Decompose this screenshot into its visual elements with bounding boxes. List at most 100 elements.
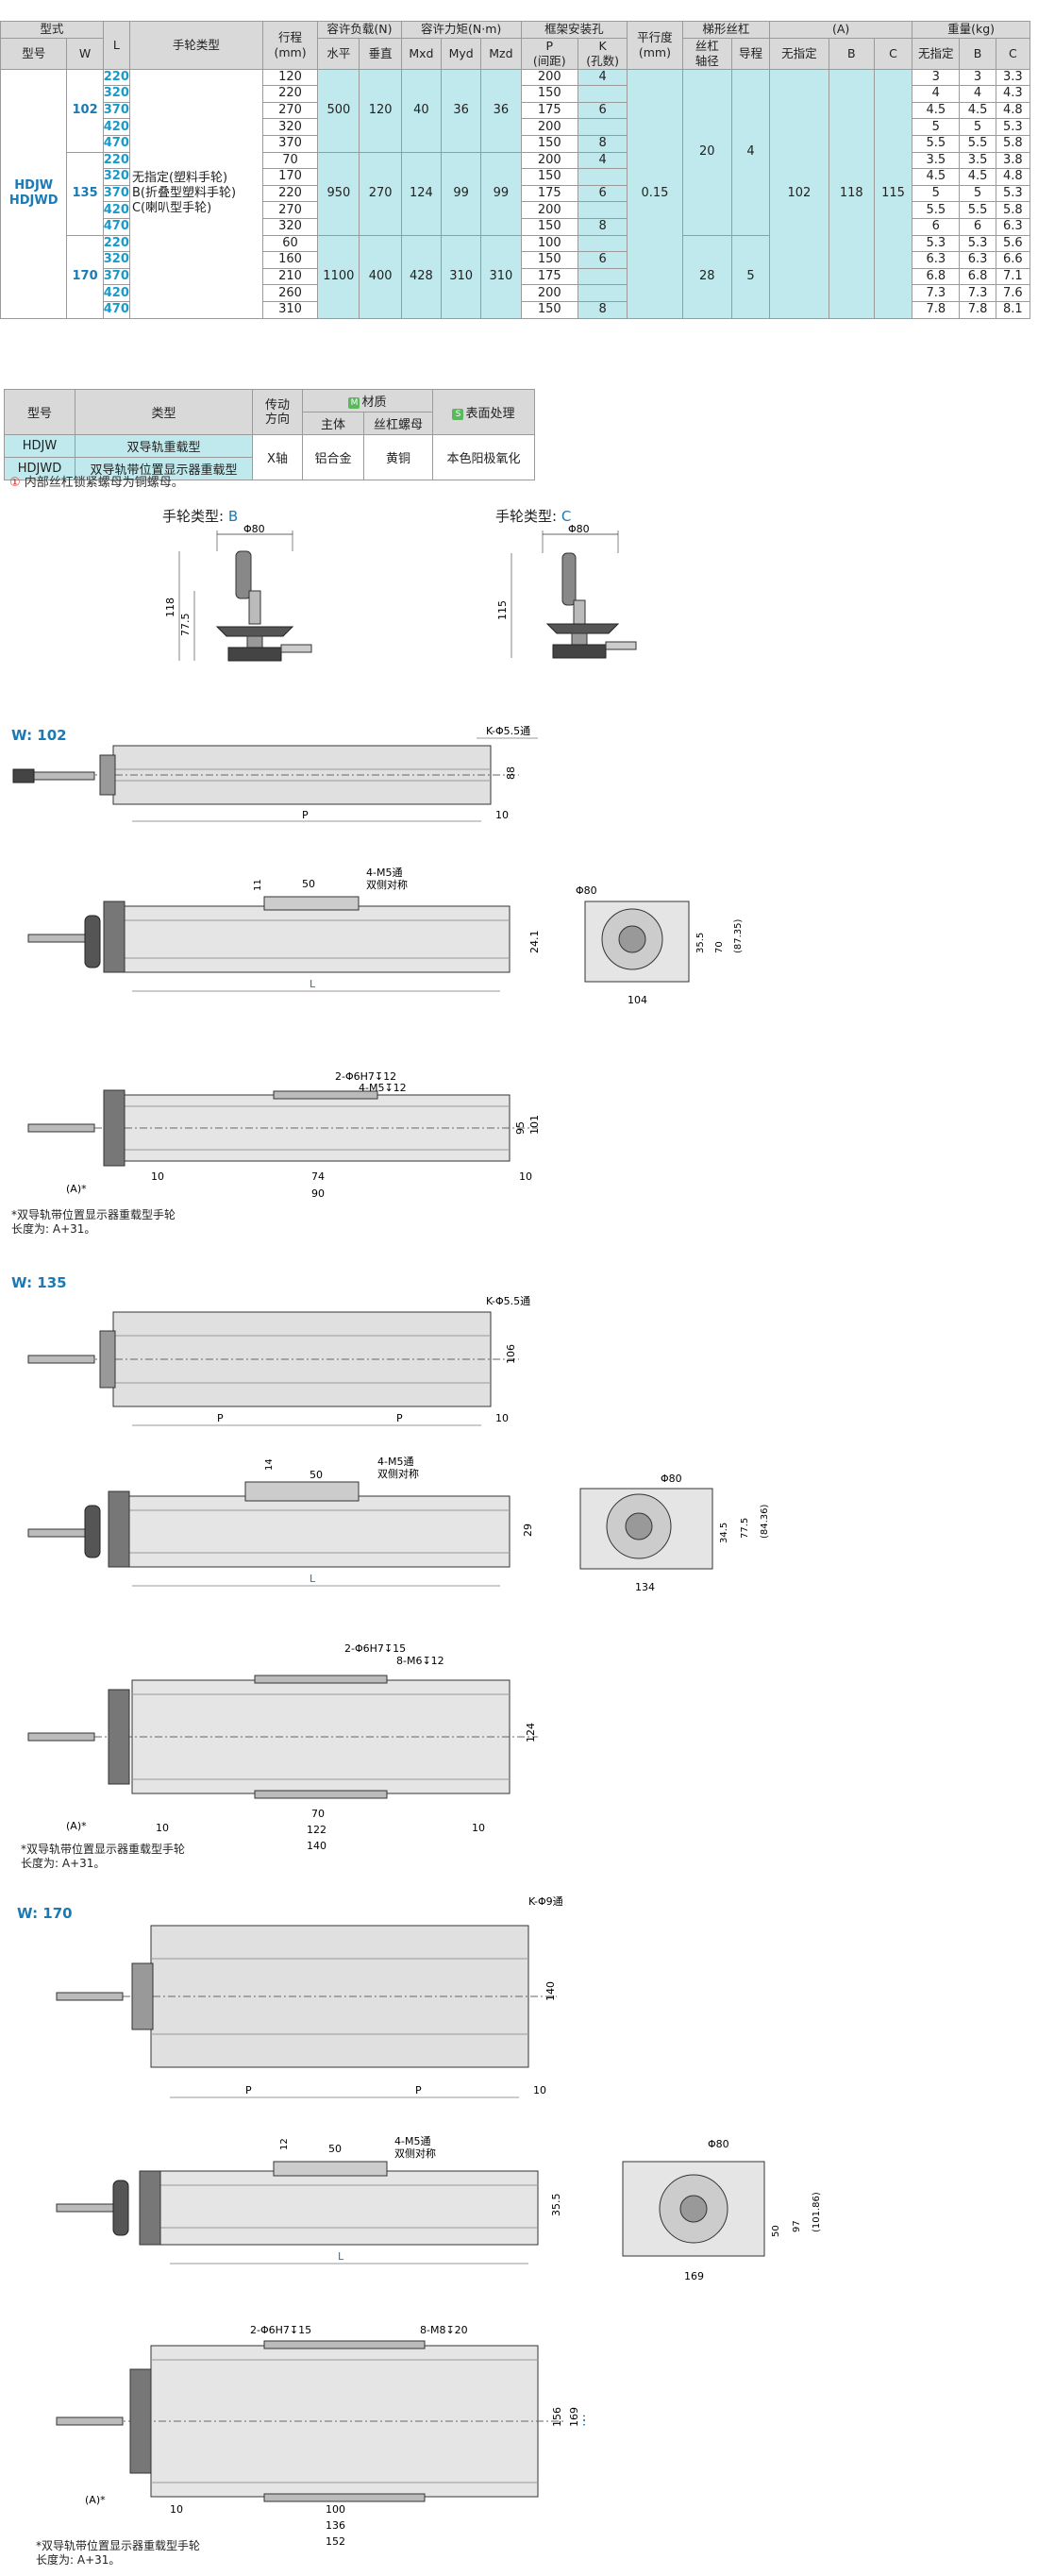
spec-weight-b: 5.5 <box>959 201 996 219</box>
section-w170-drawing: K-Φ9通 140 P P 10 50 12 4-M5通 双侧对称 35.5 L… <box>56 1895 585 2548</box>
spec-weight-none: 5.5 <box>912 134 961 153</box>
spec-weight-c: 5.6 <box>995 234 1031 253</box>
spec-stroke: 70 <box>261 151 319 170</box>
mat-th-model: 型号 <box>4 389 75 435</box>
th-stroke: 行程 (mm) <box>261 21 319 70</box>
spec-stroke: 120 <box>261 68 319 87</box>
spec-weight-none: 6.8 <box>912 267 961 286</box>
th-w-none: 无指定 <box>912 37 961 70</box>
section-w170-footnote: *双导轨带位置显示器重载型手轮 长度为: A+31。 <box>36 2539 201 2567</box>
top-view: K-Φ5.5通 88 P 10 <box>12 725 538 822</box>
spec-myd: 310 <box>441 234 482 319</box>
handwheel-c-title-text: 手轮类型: <box>495 508 561 525</box>
spec-stroke: 370 <box>261 134 319 153</box>
ten-label: 10 <box>495 1412 509 1424</box>
spec-a-b: 118 <box>828 68 875 319</box>
carriage-h: 12 <box>279 2138 290 2150</box>
b122: 122 <box>307 1824 326 1836</box>
end-d2: 97 <box>792 2220 802 2232</box>
th-w-c: C <box>995 37 1031 70</box>
b74: 74 <box>311 1170 325 1183</box>
handwheel-c-title: 手轮类型: C <box>495 506 571 526</box>
spec-weight-none: 5.5 <box>912 201 961 219</box>
th-weight: 重量(kg) <box>912 21 1030 39</box>
spec-l: 320 <box>102 251 130 269</box>
end-w: 104 <box>628 994 647 1006</box>
spec-weight-b: 6.3 <box>959 251 996 269</box>
a-label: (A)* <box>66 1820 87 1832</box>
spec-model: HDJW HDJWD <box>0 68 68 319</box>
spec-p: 150 <box>520 134 578 153</box>
spec-p: 200 <box>520 151 578 170</box>
spec-weight-none: 5 <box>912 184 961 203</box>
spec-p: 100 <box>520 234 578 253</box>
spec-weight-none: 7.8 <box>912 300 961 319</box>
spec-weight-b: 6.8 <box>959 267 996 286</box>
spec-p: 150 <box>520 217 578 236</box>
mat-surface: 本色阳极氧化 <box>432 434 535 480</box>
spec-mzd: 99 <box>480 151 522 236</box>
spec-weight-c: 6.3 <box>995 217 1031 236</box>
side-h: 29 <box>522 1524 534 1537</box>
spec-weight-none: 6 <box>912 217 961 236</box>
th-screw: 梯形丝杠 <box>681 21 771 39</box>
bw1: 95 <box>514 1121 527 1135</box>
spec-k: 8 <box>577 217 628 236</box>
mat-type-0: 双导轨重载型 <box>75 434 253 458</box>
spec-myd: 36 <box>441 68 482 153</box>
k-label: K-Φ9通 <box>528 1895 563 1908</box>
spec-k <box>577 284 628 302</box>
spec-lead: 5 <box>730 234 771 319</box>
spec-stroke: 310 <box>261 300 319 319</box>
carriage-50: 50 <box>302 878 315 890</box>
surface-badge-icon: S <box>452 408 464 420</box>
b152: 152 <box>326 2535 345 2548</box>
b136: 136 <box>326 2519 345 2532</box>
spec-l: 370 <box>102 101 130 120</box>
section-w170-end-view: Φ80 50 97 (101.86) 169 <box>622 2138 822 2282</box>
spec-w: 170 <box>66 234 104 319</box>
end-d3: (84.36) <box>760 1504 770 1539</box>
end-d3: (101.86) <box>812 2192 822 2232</box>
carriage-h: 14 <box>264 1458 275 1471</box>
spec-k <box>577 267 628 286</box>
pin-label: 2-Φ6H7↧12 <box>335 1070 396 1083</box>
spec-weight-b: 5.5 <box>959 134 996 153</box>
l-label: L <box>338 2250 344 2263</box>
l-label: L <box>310 978 316 990</box>
k-label: K-Φ5.5通 <box>486 725 530 737</box>
handwheel-c-phi: Φ80 <box>568 525 590 535</box>
spec-myd: 99 <box>441 151 482 236</box>
spec-l: 420 <box>102 201 130 219</box>
spec-stroke: 60 <box>261 234 319 253</box>
spec-l: 420 <box>102 284 130 302</box>
spec-weight-c: 5.8 <box>995 134 1031 153</box>
m5-label: 4-M5通 <box>366 867 402 879</box>
spec-weight-b: 5 <box>959 118 996 136</box>
b10: 10 <box>170 2503 183 2516</box>
spec-weight-none: 6.3 <box>912 251 961 269</box>
spec-weight-c: 7.6 <box>995 284 1031 302</box>
spec-weight-none: 3 <box>912 68 961 87</box>
end-phi: Φ80 <box>661 1473 682 1485</box>
th-load-v: 垂直 <box>359 37 402 70</box>
th-handwheel: 手轮类型 <box>128 21 263 70</box>
spec-k: 4 <box>577 68 628 87</box>
m5d-label: 4-M5↧12 <box>359 1082 407 1094</box>
spec-weight-c: 3.8 <box>995 151 1031 170</box>
b10: 10 <box>156 1822 169 1834</box>
mat-th-drive: 传动 方向 <box>252 389 303 435</box>
spec-k <box>577 234 628 253</box>
spec-table: 型式 L 手轮类型 行程 (mm) 容许负载(N) 容许力矩(N·m) 框架安装… <box>0 21 1031 319</box>
spec-screw: 20 <box>681 68 732 236</box>
th-load: 容许负载(N) <box>317 21 402 39</box>
spec-load-v: 270 <box>359 151 402 236</box>
